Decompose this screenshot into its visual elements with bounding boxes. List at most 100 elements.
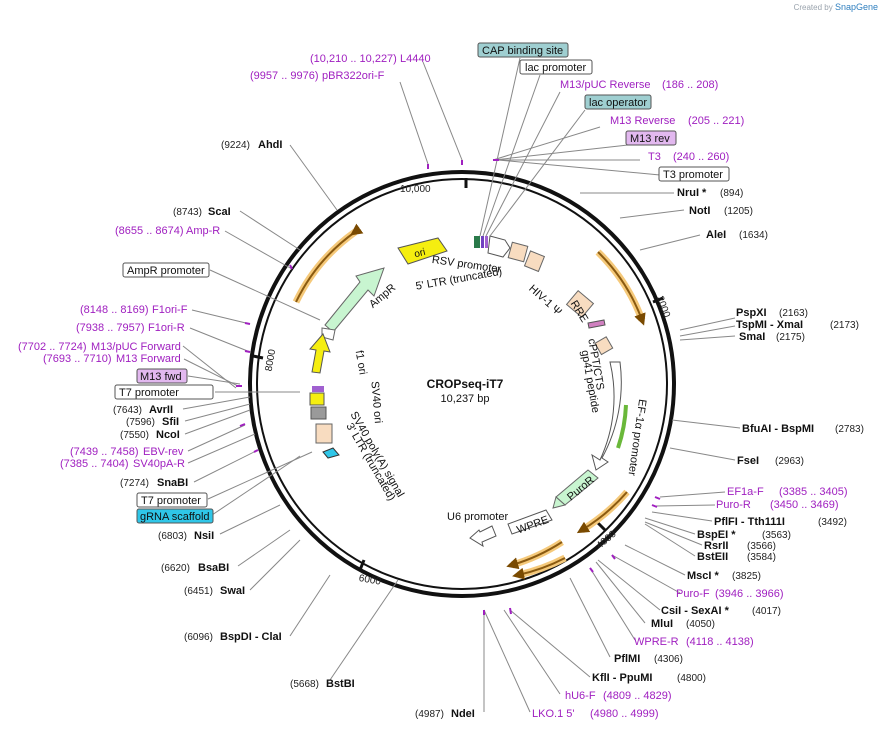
rsrii-pos: (3566) [747, 541, 776, 552]
ndei-pos: (4987) [415, 709, 444, 720]
sv40pa-feature [315, 423, 333, 444]
m13-puc-forward-name: M13/pUC Forward [91, 341, 181, 353]
tick-label-2000: 2000 [654, 294, 672, 319]
m13-reverse-name: M13 Reverse [610, 115, 675, 127]
noti-pos: (1205) [724, 206, 753, 217]
mlui-pos: (4050) [686, 619, 715, 630]
sv40pa-r-name: SV40pA-R [133, 458, 185, 470]
lac-operator-label: lac operator [589, 97, 647, 109]
swai-pos: (6451) [184, 586, 213, 597]
pflmi-pos: (4306) [654, 654, 683, 665]
ampr-promoter-feature [321, 327, 336, 341]
backbone-inner-circle [256, 178, 668, 590]
bfuai-pos: (2783) [835, 424, 864, 435]
pbr322-range: (9957 .. 9976) [250, 70, 319, 82]
lac-box [474, 236, 480, 248]
nsii-pos: (6803) [158, 531, 187, 542]
puro-r-range: (3450 .. 3469) [770, 499, 839, 511]
wpre-r-range: (4118 .. 4138) [686, 636, 754, 648]
noti-name: NotI [689, 205, 710, 217]
avrii-name: AvrII [149, 404, 173, 416]
bsteii-name: BstEII [697, 551, 728, 563]
m13-site-band [312, 386, 324, 392]
puro-f-name: Puro-F [676, 588, 710, 600]
puro-f-range: (3946 .. 3966) [715, 588, 784, 600]
ndei-name: NdeI [451, 708, 475, 720]
gp41-feature [594, 336, 614, 356]
m13-fwd-label: M13 fwd [140, 371, 182, 383]
sv40ori-feature [309, 392, 325, 406]
ef1a-f-name: EF1a-F [727, 486, 764, 498]
cap-binding-site-label: CAP binding site [482, 45, 563, 57]
wpre-r-name: WPRE-R [634, 636, 679, 648]
nrui-pos: (894) [720, 188, 743, 199]
pflmi-name: PflMI [614, 653, 640, 665]
tick-label-8000: 8000 [264, 348, 279, 372]
ef1a-promoter-feature [591, 361, 622, 471]
grna-scaffold-feature [322, 447, 340, 459]
smai-pos: (2175) [776, 332, 805, 343]
plasmid-name: CROPseq-iT7 [427, 377, 504, 391]
orange-arrow-3800 [576, 491, 628, 534]
ef1a-green-highlight [616, 404, 628, 449]
kfli-pos: (4800) [677, 673, 706, 684]
rre-feature [565, 289, 595, 319]
ampr-promoter-label: AmpR promoter [127, 265, 205, 277]
bsabi-name: BsaBI [198, 562, 229, 574]
rsrii-name: RsrII [704, 540, 728, 552]
ncoi-pos: (7550) [120, 430, 149, 441]
csii-name: CsiI - SexAI * [661, 605, 730, 617]
f1ori-label: f1 ori [353, 349, 369, 375]
t7-promoter-label-2: T7 promoter [141, 495, 201, 507]
f1ori-feature [309, 333, 331, 374]
ampr-feature [324, 267, 385, 333]
lko-name: LKO.1 5' [532, 708, 574, 720]
m13-puc-reverse-range: (186 .. 208) [662, 79, 718, 91]
orange-arrow-4300a [506, 541, 563, 570]
t3-name: T3 [648, 151, 661, 163]
m13-forward-range: (7693 .. 7710) [43, 353, 112, 365]
ef1a-label: EF-1α promoter [625, 398, 648, 477]
u6-promoter-label: U6 promoter [447, 511, 508, 523]
fsei-pos: (2963) [775, 456, 804, 467]
sv40pa-r-range: (7385 .. 7404) [60, 458, 129, 470]
plasmid-length: 10,237 bp [441, 393, 490, 405]
tick-label-10000: 10,000 [400, 184, 431, 195]
bspei-name: BspEI * [697, 529, 736, 541]
scai-name: ScaI [208, 206, 231, 218]
t3-range: (240 .. 260) [673, 151, 729, 163]
msci-name: MscI * [687, 570, 720, 582]
mlui-name: MluI [651, 618, 673, 630]
t3-promoter-box [658, 166, 730, 182]
rsv-promoter-feature [487, 235, 511, 258]
backbone-outer-circle [248, 170, 676, 598]
ebv-rev-name: EBV-rev [143, 446, 184, 458]
hu6-f-range: (4809 .. 4829) [603, 690, 672, 702]
nsii-name: NsiI [194, 530, 214, 542]
ncoi-name: NcoI [156, 429, 180, 441]
pbr322-name: pBR322ori-F [322, 70, 385, 82]
snabi-name: SnaBI [157, 477, 188, 489]
fsei-name: FseI [737, 455, 759, 467]
orange-arrow-4300b [512, 557, 566, 580]
f1ori-f-range: (8148 .. 8169) [80, 304, 149, 316]
tick-4000 [596, 521, 607, 532]
lac-promoter-label: lac promoter [525, 62, 586, 74]
tick-6000 [358, 559, 366, 571]
m13-puc-reverse-name: M13/pUC Reverse [560, 79, 650, 91]
m13-rev-label: M13 rev [630, 133, 670, 145]
hiv-psi-feature [523, 250, 546, 273]
u6-promoter-feature [469, 525, 497, 548]
ebv-rev-range: (7439 .. 7458) [70, 446, 139, 458]
credit-text: Created by [793, 3, 833, 12]
bsabi-pos: (6620) [161, 563, 190, 574]
snapgene-credit: Created by SnapGene [794, 2, 878, 12]
t7-promoter-box-1 [114, 384, 214, 400]
f1ori-r-range: (7938 .. 7957) [76, 322, 145, 334]
l4440-range: (10,210 .. 10,227) [310, 53, 397, 65]
tspmi-name: TspMI - XmaI [736, 319, 803, 331]
m13-reverse-range: (205 .. 221) [688, 115, 744, 127]
snapgene-logo-text: SnapGene [834, 2, 878, 12]
msci-pos: (3825) [732, 571, 761, 582]
